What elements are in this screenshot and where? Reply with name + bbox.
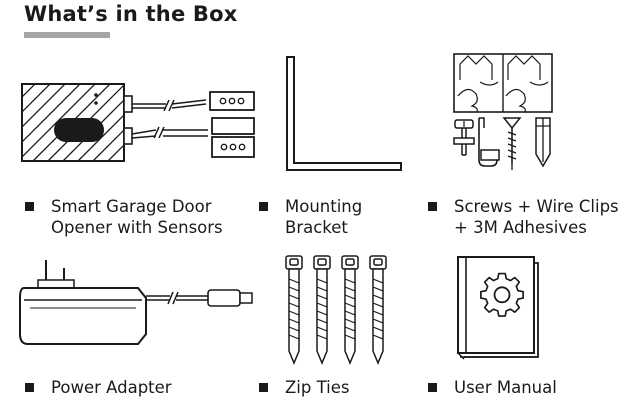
item-mounting-bracket: Mounting Bracket <box>259 196 362 238</box>
item-label-line: + 3M Adhesives <box>454 218 587 237</box>
item-label-line: Opener with Sensors <box>51 218 223 237</box>
item-label-line: Power Adapter <box>51 378 172 397</box>
power-adapter-icon <box>19 260 253 345</box>
item-power-adapter: Power Adapter <box>25 377 172 398</box>
item-smart-garage-door-opener: Smart Garage Door Opener with Sensors <box>25 196 223 238</box>
item-zip-ties: Zip Ties <box>259 377 350 398</box>
zip-ties-icon <box>285 255 387 365</box>
item-label-line: User Manual <box>454 378 557 397</box>
title-underline <box>24 32 110 38</box>
garage-door-opener-icon <box>21 83 255 162</box>
item-label-line: Mounting <box>285 197 363 216</box>
bullet-icon <box>259 383 268 392</box>
mounting-bracket-icon <box>286 56 402 171</box>
item-label-line: Smart Garage Door <box>51 197 212 216</box>
screws-clips-adhesives-icon <box>453 53 553 170</box>
item-label-line: Zip Ties <box>285 378 350 397</box>
page-title: What’s in the Box <box>24 2 238 26</box>
bullet-icon <box>259 202 268 211</box>
bullet-icon <box>25 383 34 392</box>
item-label-line: Screws + Wire Clips <box>454 197 619 216</box>
item-screws-wire-clips: Screws + Wire Clips + 3M Adhesives <box>428 196 619 238</box>
item-label-line: Bracket <box>285 218 348 237</box>
user-manual-icon <box>457 256 539 360</box>
bullet-icon <box>25 202 34 211</box>
bullet-icon <box>428 202 437 211</box>
item-user-manual: User Manual <box>428 377 557 398</box>
bullet-icon <box>428 383 437 392</box>
